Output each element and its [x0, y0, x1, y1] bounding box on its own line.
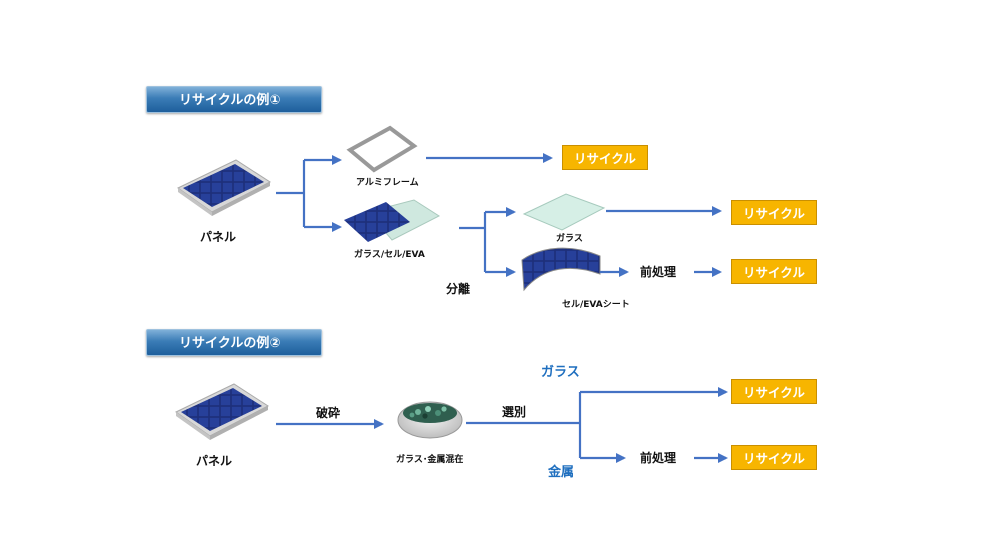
glass-output-label: ガラス [541, 365, 580, 380]
crush-label: 破砕 [316, 406, 341, 420]
separation-label: 分離 [446, 282, 471, 296]
panel-label: パネル [200, 230, 237, 244]
aluminum-frame-label: アルミフレーム [356, 178, 419, 188]
pretreatment-label: 前処理 [640, 265, 677, 279]
recycle-box: リサイクル [731, 379, 817, 404]
pretreatment-label: 前処理 [640, 451, 677, 465]
flow-arrows-1 [276, 153, 722, 277]
solar-panel-icon [177, 159, 271, 216]
example-2-header: リサイクルの例② [146, 329, 322, 356]
glass-sheet-icon [522, 193, 606, 231]
metal-output-label: 金属 [548, 465, 575, 480]
panel-label: パネル [196, 454, 233, 468]
recycle-box: リサイクル [731, 259, 817, 284]
laminate-label: ガラス/セル/EVA [354, 250, 425, 260]
cell-eva-sheet-icon [521, 247, 601, 292]
cell-eva-label: セル/EVAシート [562, 300, 630, 310]
recycle-box: リサイクル [731, 445, 817, 470]
glass-label: ガラス [556, 234, 583, 244]
flow-arrows-2 [276, 387, 728, 463]
example-1-header: リサイクルの例① [146, 86, 322, 113]
recycle-box: リサイクル [562, 145, 648, 170]
crushed-material-bowl-icon [397, 401, 463, 439]
mixed-material-label: ガラス･金属混在 [396, 455, 464, 465]
recycle-box: リサイクル [731, 200, 817, 225]
sort-label: 選別 [502, 405, 527, 419]
solar-panel-icon [175, 383, 269, 440]
aluminum-frame-icon [346, 125, 418, 173]
laminate-icon [344, 199, 441, 242]
